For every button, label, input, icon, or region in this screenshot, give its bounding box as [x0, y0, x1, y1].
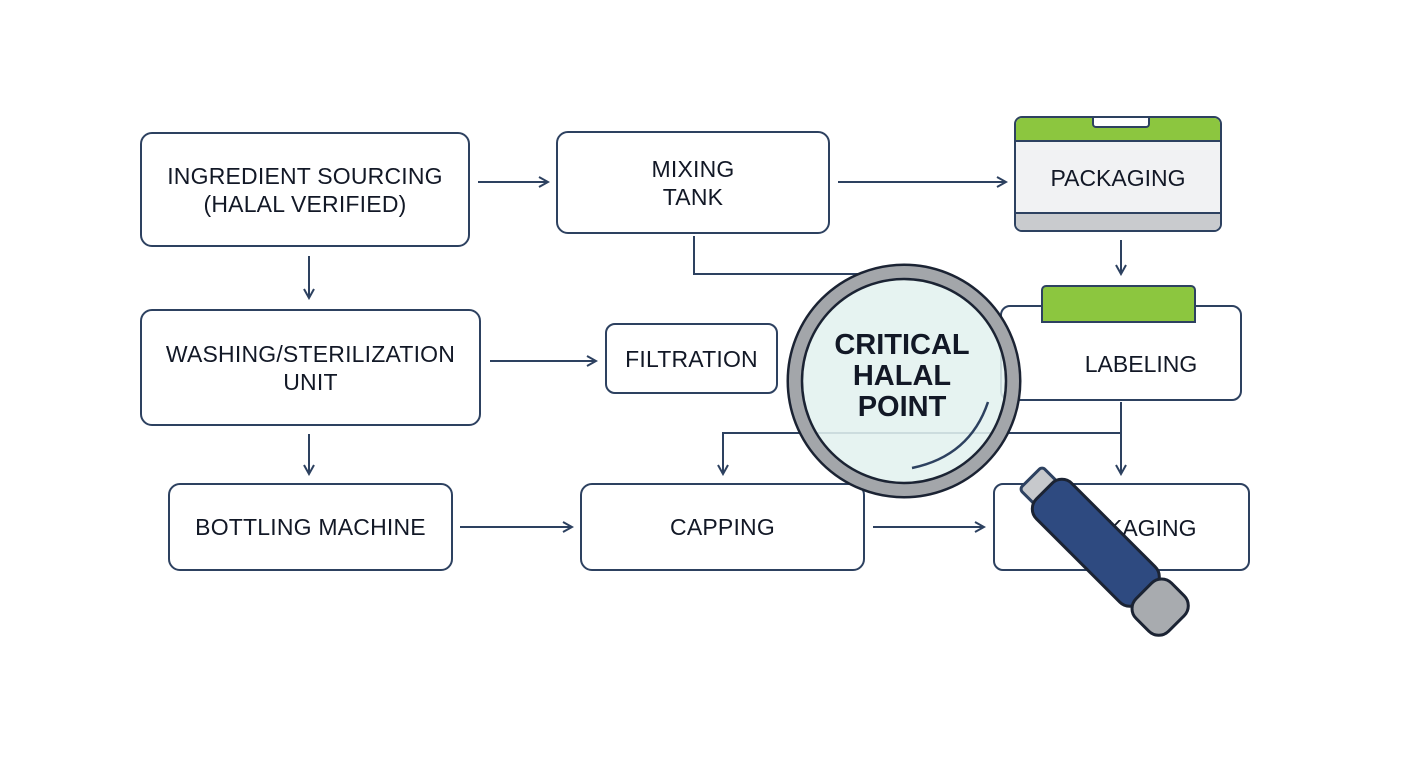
packaging-lid-tab — [1092, 118, 1150, 128]
lens-line-1: CRITICAL — [834, 329, 970, 361]
mixing-tank-label-1: MIXING — [651, 155, 735, 182]
packaging-top-label: PACKAGING — [1050, 165, 1186, 191]
lens-line-2: HALAL — [852, 360, 952, 392]
washing-label-1: WASHING/STERILIZATION — [165, 340, 456, 367]
ingredient-sourcing-label: INGREDIENT SOURCING — [167, 162, 443, 189]
bottling-machine-box: BOTTLING MACHINE — [168, 483, 453, 571]
lens-glare — [911, 401, 990, 470]
mixing-tank-box: MIXING TANK — [556, 131, 830, 234]
washing-label-2: UNIT — [283, 368, 338, 395]
connector-mixing-down — [693, 236, 860, 275]
packaging-base — [1016, 212, 1220, 230]
washing-sterilization-box: WASHING/STERILIZATION UNIT — [140, 309, 481, 426]
magnifier-handle — [1019, 466, 1190, 637]
magnifier-rim — [786, 263, 1022, 499]
packaging-top-box: PACKAGING — [1014, 116, 1222, 232]
mixing-tank-label-2: TANK — [662, 183, 724, 210]
filtration-label: FILTRATION — [625, 345, 758, 372]
bottling-machine-label: BOTTLING MACHINE — [195, 514, 426, 540]
ingredient-sourcing-sublabel: (HALAL VERIFIED) — [203, 190, 407, 217]
ingredient-sourcing-box: INGREDIENT SOURCING (HALAL VERIFIED) — [140, 132, 470, 247]
lens-line-3: POINT — [857, 391, 947, 423]
capping-box: CAPPING — [580, 483, 865, 571]
critical-halal-point-label: CRITICAL HALAL POINT — [822, 330, 982, 423]
labeling-tab — [1041, 285, 1196, 323]
labeling-label: LABELING — [1084, 351, 1198, 377]
capping-label: CAPPING — [670, 514, 775, 540]
filtration-box: FILTRATION — [605, 323, 778, 394]
